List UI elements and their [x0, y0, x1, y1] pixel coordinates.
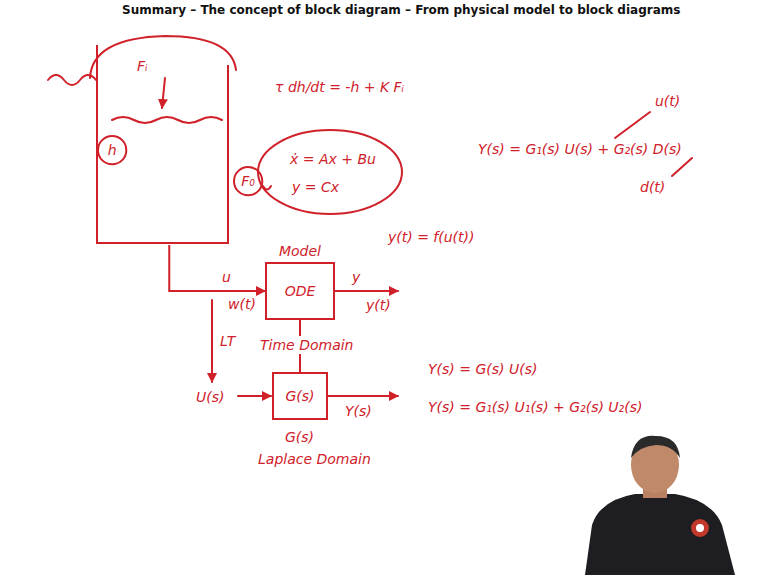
state-space-circle	[258, 130, 402, 214]
shirt-logo	[691, 519, 709, 537]
transfer-block: G(s)	[272, 372, 328, 420]
equation: Y(s) = G₁(s) U₁(s) + G₂(s) U₂(s)	[428, 398, 642, 416]
block-name: G(s)	[285, 428, 314, 446]
liquid-level	[112, 117, 222, 123]
signal-name: w(t)	[228, 295, 256, 313]
ode-block: ModelODE	[265, 262, 335, 320]
domain-note: Laplace Domain	[258, 450, 371, 468]
signal-name: y	[352, 268, 360, 286]
node-label: G(s)	[285, 387, 314, 405]
block-heading: Model	[279, 242, 321, 260]
equation: τ dh/dt = -h + K Fᵢ	[275, 78, 404, 96]
shirt-logo	[696, 524, 704, 532]
node-label: h	[108, 141, 117, 159]
signal-name: d(t)	[640, 178, 665, 196]
circle-shape	[98, 136, 126, 164]
equation: Y(s) = G(s) U(s)	[428, 360, 537, 378]
node-label: ODE	[285, 282, 316, 300]
state-equation: ẋ = Ax + Bu	[290, 150, 376, 168]
signal-name: y(t)	[366, 296, 391, 314]
leader-line	[672, 158, 692, 176]
tank-cap	[90, 36, 236, 78]
presenter-shirt	[585, 494, 735, 575]
tank-wall	[97, 45, 228, 243]
inflow-arrow	[162, 78, 165, 108]
inflow-wave	[48, 75, 96, 85]
signal-name: U(s)	[196, 388, 224, 406]
transform-arrow	[211, 300, 213, 382]
equation: Y(s) = G₁(s) U(s) + G₂(s) D(s)	[478, 140, 682, 158]
slide-title: Summary – The concept of block diagram –…	[122, 3, 680, 17]
transform-name: LT	[220, 332, 235, 350]
tank: Fᵢ h	[95, 45, 230, 245]
signal-name: Y(s)	[345, 402, 372, 420]
node-label: F₀	[241, 172, 255, 190]
outflow-circle: F₀	[233, 166, 263, 196]
node-label: Fᵢ	[137, 57, 148, 75]
circle-shape	[234, 167, 262, 195]
level-circle: h	[97, 135, 127, 165]
leader-line	[615, 112, 650, 138]
presenter	[585, 436, 735, 575]
output-equation: y = Cx	[292, 178, 339, 196]
output-arrow	[335, 290, 398, 292]
input-arrow	[238, 395, 271, 397]
signal-name: u	[222, 268, 231, 286]
equation: y(t) = f(u(t))	[388, 228, 474, 246]
output-arrow	[328, 395, 398, 397]
presenter-hair	[631, 436, 680, 458]
domain-note: Time Domain	[258, 336, 355, 354]
connector	[169, 245, 265, 291]
signal-name: u(t)	[655, 92, 680, 110]
